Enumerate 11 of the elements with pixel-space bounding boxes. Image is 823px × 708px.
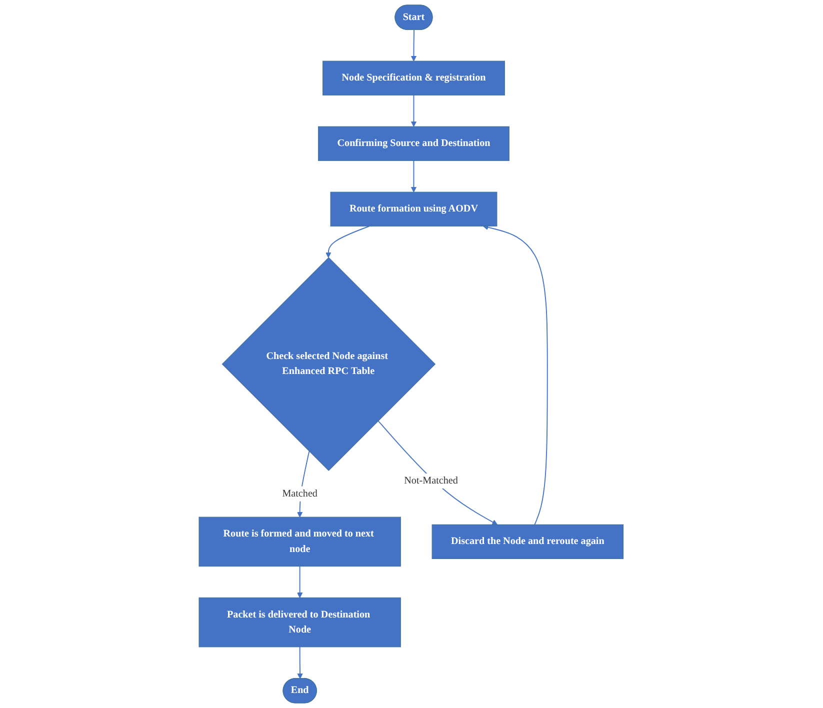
- edge-label: Not-Matched: [404, 473, 458, 489]
- process-box: Node Specification & registration: [322, 60, 506, 96]
- process-box: Discard the Node and reroute again: [432, 524, 624, 560]
- decision-diamond: Check selected Node against Enhanced RPC Table: [222, 257, 436, 471]
- terminal-oval: End: [283, 678, 318, 704]
- terminal-oval: Start: [395, 4, 434, 30]
- process-box: Route formation using AODV: [330, 192, 498, 226]
- edge-label: Matched: [282, 486, 318, 502]
- process-box: Route is formed and moved to next node: [199, 516, 402, 567]
- process-box: Confirming Source and Destination: [318, 126, 510, 161]
- process-box: Packet is delivered to Destination Node: [199, 597, 402, 648]
